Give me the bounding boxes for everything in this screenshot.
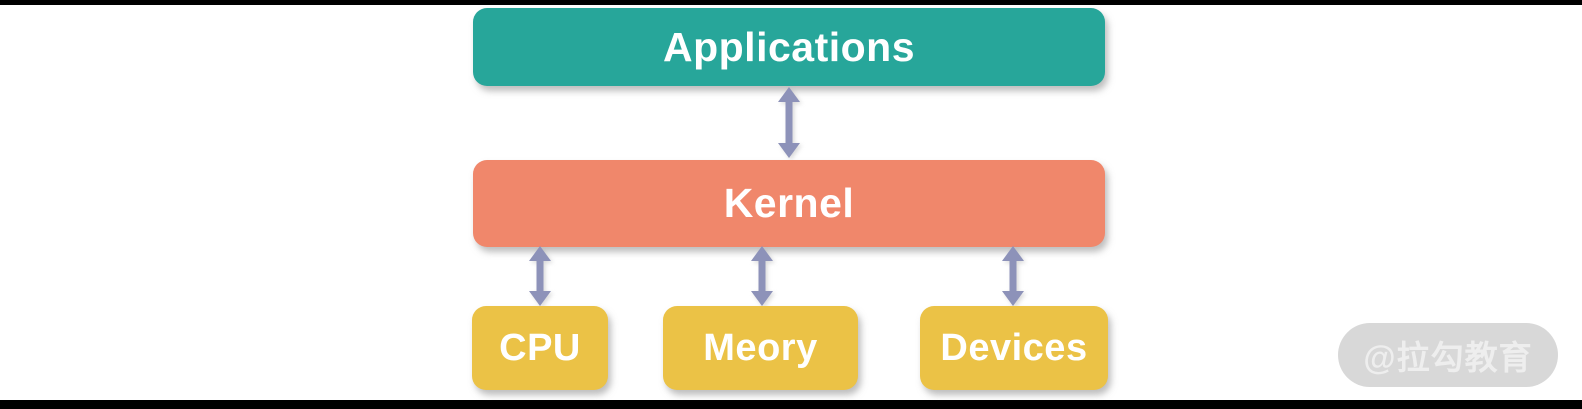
top-border-bar — [0, 0, 1582, 5]
arrowhead-up-icon — [1002, 246, 1024, 261]
kernel-label: Kernel — [723, 180, 855, 226]
cpu-label: CPU — [499, 327, 581, 369]
arrowhead-down-icon — [529, 291, 551, 306]
watermark-label: @拉勾教育 — [1363, 339, 1533, 376]
memory-label: Meory — [703, 327, 818, 369]
bottom-border-bar — [0, 400, 1582, 409]
arrowhead-up-icon — [778, 87, 800, 102]
arrow-shaft — [758, 258, 766, 294]
devices-node: Devices — [920, 306, 1108, 390]
applications-node: Applications — [473, 8, 1105, 86]
arrow-shaft — [785, 99, 793, 146]
arrow-shaft — [1009, 258, 1017, 294]
arrow-kernel-memory-icon — [751, 246, 773, 306]
arrowhead-down-icon — [751, 291, 773, 306]
arrowhead-up-icon — [751, 246, 773, 261]
kernel-node: Kernel — [473, 160, 1105, 247]
memory-node: Meory — [663, 306, 858, 390]
arrow-kernel-cpu-icon — [529, 246, 551, 306]
arrow-applications-kernel-icon — [778, 87, 800, 158]
watermark-badge: @拉勾教育 — [1338, 323, 1558, 387]
arrow-shaft — [536, 258, 544, 294]
arrowhead-up-icon — [529, 246, 551, 261]
arrowhead-down-icon — [778, 143, 800, 158]
applications-label: Applications — [662, 23, 916, 70]
arrow-kernel-devices-icon — [1002, 246, 1024, 306]
arrowhead-down-icon — [1002, 291, 1024, 306]
cpu-node: CPU — [472, 306, 608, 390]
devices-label: Devices — [940, 327, 1088, 369]
